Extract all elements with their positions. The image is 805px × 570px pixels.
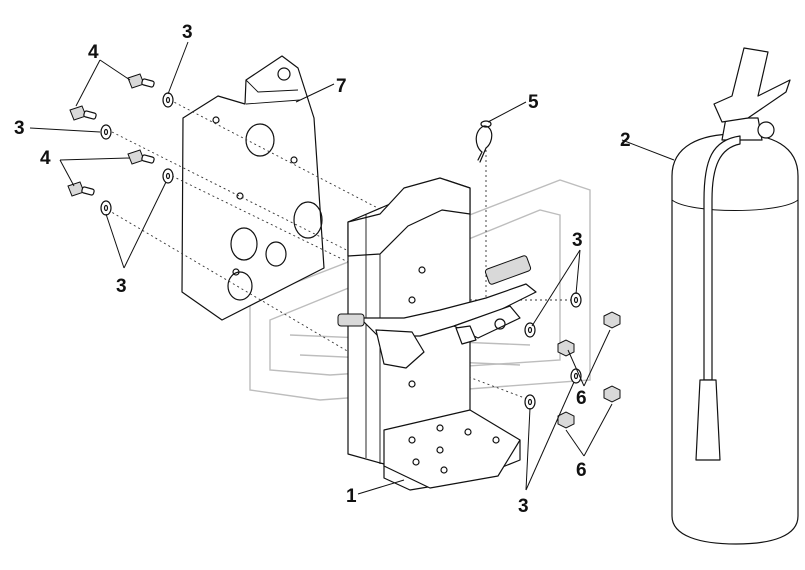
callout-nut-right-top: 6 [576, 388, 587, 409]
callout-bracket: 1 [346, 486, 357, 507]
assembly-lines [107, 99, 576, 401]
callout-washer-right-top: 3 [572, 230, 583, 251]
callout-washer-top: 3 [182, 22, 193, 43]
nut [557, 339, 575, 357]
nut [603, 311, 621, 329]
callout-washer-left: 3 [14, 118, 25, 139]
bolt [69, 105, 97, 121]
fire-extinguisher [671, 47, 799, 545]
washer [100, 124, 112, 140]
bolt [127, 149, 155, 165]
cotter-pin [475, 120, 493, 163]
washer [524, 322, 536, 338]
right-hardware [524, 292, 621, 429]
callout-washer-group-left: 3 [116, 276, 127, 297]
washer [162, 92, 174, 108]
washer [100, 200, 112, 216]
callout-bolt-mid: 4 [40, 148, 51, 169]
callout-cotter-pin: 5 [528, 92, 539, 113]
callout-bolt-top: 4 [88, 42, 99, 63]
washer [570, 292, 582, 308]
callout-plate: 7 [336, 76, 347, 97]
bolt [67, 181, 95, 197]
callout-washer-right-bottom: 3 [518, 496, 529, 517]
washer [524, 394, 536, 410]
callout-labels: 4 3 3 4 3 7 5 2 3 6 6 3 1 [14, 22, 631, 517]
bolt [127, 73, 155, 89]
callout-nut-right-bottom: 6 [576, 460, 587, 481]
leader-lines [29, 41, 675, 495]
clamp-band [337, 255, 537, 369]
nut [603, 385, 621, 403]
washer [162, 168, 174, 184]
extinguisher-bracket [347, 177, 521, 491]
mounting-plate [181, 55, 325, 321]
left-hardware [67, 73, 174, 216]
callout-extinguisher: 2 [620, 130, 631, 151]
nut [557, 411, 575, 429]
